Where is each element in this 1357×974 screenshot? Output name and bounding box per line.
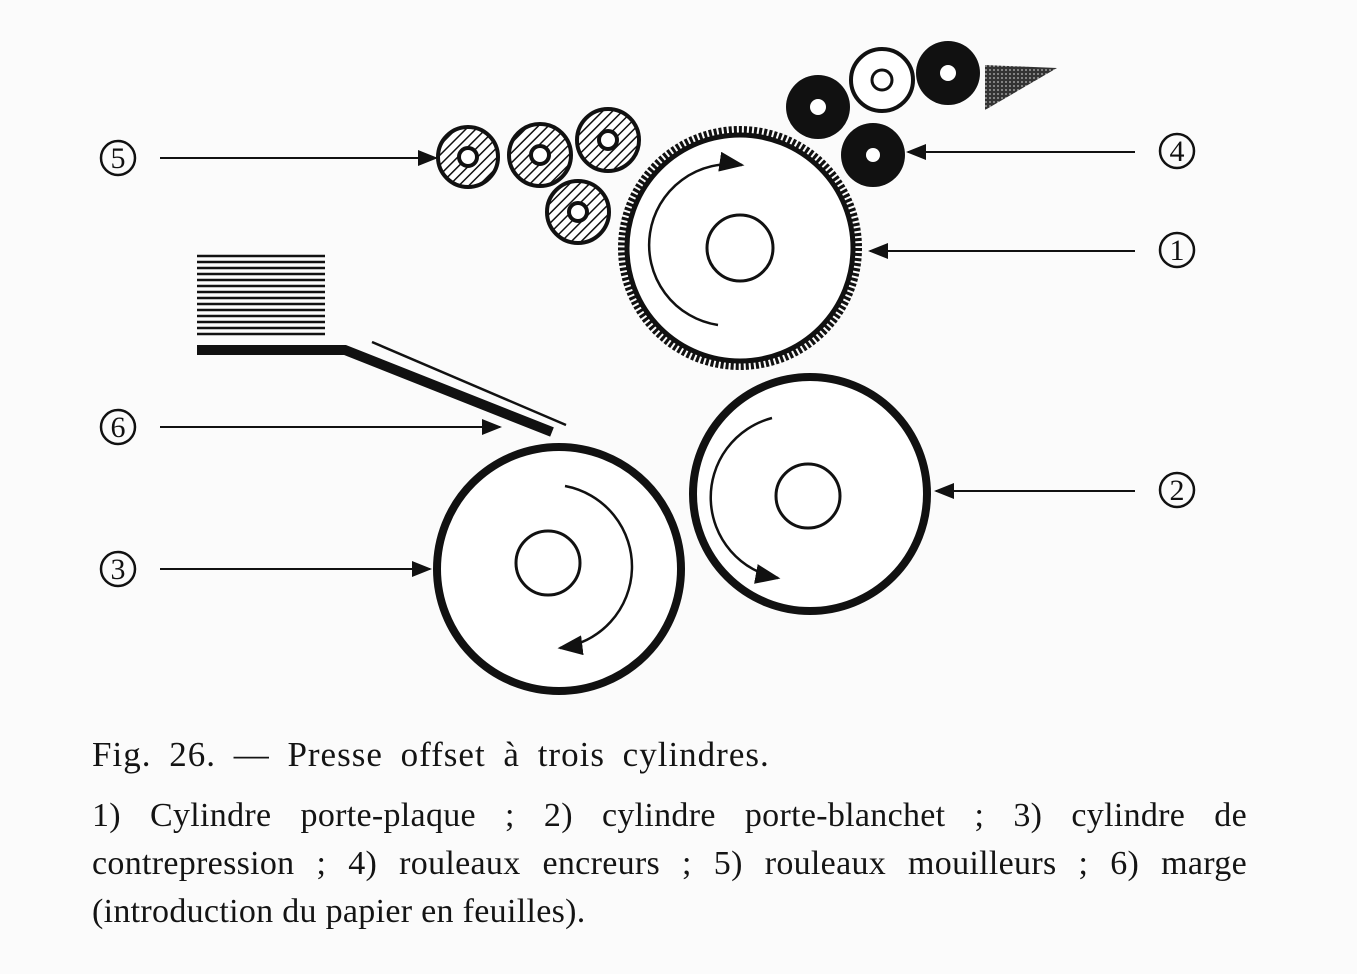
dampening-rollers — [436, 107, 641, 245]
label-6: 6 — [111, 411, 126, 444]
ink-fountain — [985, 65, 1057, 110]
impression-cylinder — [433, 443, 685, 695]
blanket-cylinder — [689, 373, 931, 615]
leader-lines — [160, 144, 1135, 577]
figure-legend: 1) Cylindre porte-plaque ; 2) cylindre p… — [92, 797, 1247, 930]
label-4: 4 — [1170, 135, 1185, 168]
label-5: 5 — [111, 142, 126, 175]
ink-rollers — [786, 41, 980, 187]
paper-feeder — [197, 254, 567, 437]
plate-cylinder — [618, 126, 862, 370]
figure-caption: Fig. 26. — Presse offset à trois cylindr… — [92, 735, 770, 774]
label-2: 2 — [1170, 474, 1185, 507]
label-1: 1 — [1170, 234, 1185, 267]
label-3: 3 — [111, 553, 126, 586]
